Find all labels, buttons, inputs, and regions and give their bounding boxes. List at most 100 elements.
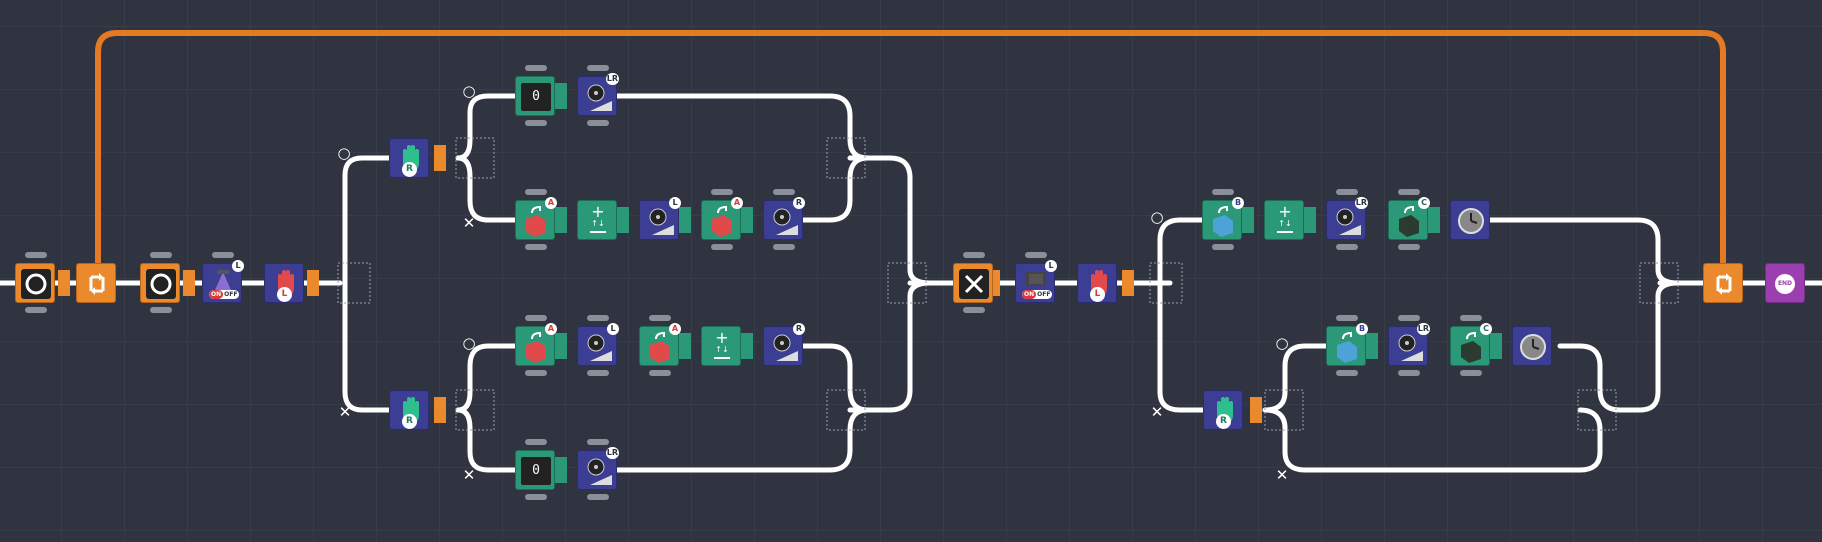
number-display-block[interactable]: 0 (515, 450, 555, 490)
number-display[interactable]: 0 (521, 457, 551, 485)
math-block[interactable]: +↑↓ (1264, 200, 1304, 240)
block-handle[interactable] (1336, 315, 1358, 321)
variable-block[interactable]: B (1326, 323, 1368, 366)
math-block[interactable]: +↑↓ (577, 200, 617, 240)
variable-badge: B (1232, 197, 1244, 209)
number-display-block[interactable]: 0 (515, 76, 555, 116)
port-badge: R (793, 197, 805, 209)
motor-block[interactable]: LR (1388, 323, 1430, 366)
port-badge: LR (605, 447, 619, 459)
block-handle[interactable] (525, 370, 547, 376)
number-display[interactable]: 0 (521, 83, 551, 111)
block-handle[interactable] (1336, 370, 1358, 376)
hand-check-block-lower[interactable]: R (389, 390, 429, 430)
block-handle[interactable] (1398, 244, 1420, 250)
timer-block[interactable] (1512, 326, 1552, 366)
block-handle[interactable] (587, 439, 609, 445)
block-handle[interactable] (525, 65, 547, 71)
hand-sensor-block[interactable]: L (264, 263, 304, 303)
block-handle[interactable] (1025, 252, 1047, 258)
block-handle[interactable] (963, 307, 985, 313)
hand-check-block[interactable]: R (1203, 390, 1243, 430)
motor-block[interactable]: LR (1326, 197, 1368, 240)
block-handle[interactable] (150, 252, 172, 258)
block-handle[interactable] (587, 120, 609, 126)
variable-block[interactable]: C (1388, 197, 1430, 240)
lamp-icon (215, 270, 231, 290)
block-handle[interactable] (587, 65, 609, 71)
loop-start-block[interactable] (76, 263, 116, 303)
motor-block[interactable]: R (763, 323, 805, 366)
motor-icon (587, 458, 612, 485)
no-branch-mark: ✕ (1275, 466, 1289, 484)
block-handle[interactable] (1460, 315, 1482, 321)
block-handle[interactable] (212, 252, 234, 258)
block-handle[interactable] (1336, 189, 1358, 195)
plus-minus-icon: +↑↓ (590, 202, 606, 233)
hand-sensor-block[interactable]: L (1077, 263, 1117, 303)
block-handle[interactable] (25, 307, 47, 313)
yes-branch-mark: ○ (337, 144, 351, 162)
math-block[interactable]: +↑↓ (701, 326, 741, 366)
block-handle[interactable] (587, 494, 609, 500)
end-label: END (1775, 274, 1795, 294)
port-badge: L (232, 260, 244, 272)
port-badge: LR (1354, 197, 1368, 209)
block-handle[interactable] (525, 315, 547, 321)
yes-branch-mark: ○ (462, 82, 476, 100)
block-handle[interactable] (649, 370, 671, 376)
cube-icon (1337, 331, 1357, 363)
block-handle[interactable] (773, 189, 795, 195)
motor-block[interactable]: R (763, 197, 805, 240)
block-handle[interactable] (1212, 244, 1234, 250)
motor-block[interactable]: L (577, 323, 619, 366)
timer-block[interactable] (1450, 200, 1490, 240)
hand-check-block-upper[interactable]: R (389, 138, 429, 178)
block-handle[interactable] (150, 307, 172, 313)
block-handle[interactable] (587, 370, 609, 376)
block-handle[interactable] (525, 120, 547, 126)
block-handle[interactable] (525, 494, 547, 500)
block-handle[interactable] (1460, 370, 1482, 376)
block-handle[interactable] (649, 315, 671, 321)
block-handle[interactable] (963, 252, 985, 258)
block-handle[interactable] (25, 252, 47, 258)
loop-wire (95, 30, 1726, 265)
motor-block[interactable]: L (639, 197, 681, 240)
block-handle[interactable] (525, 244, 547, 250)
loop-icon (89, 273, 105, 295)
block-handle[interactable] (1398, 189, 1420, 195)
block-handle[interactable] (711, 244, 733, 250)
block-handle[interactable] (1212, 189, 1234, 195)
block-handle[interactable] (773, 244, 795, 250)
variable-block[interactable]: A (701, 197, 743, 240)
wait-block[interactable] (140, 263, 180, 303)
motor-block[interactable]: LR (577, 447, 619, 490)
block-handle[interactable] (711, 189, 733, 195)
start-block[interactable] (15, 263, 55, 303)
block-handle[interactable] (525, 189, 547, 195)
block-handle[interactable] (1336, 244, 1358, 250)
end-block[interactable]: END (1765, 263, 1805, 303)
motor-block[interactable]: LR (577, 73, 619, 116)
variable-block[interactable]: B (1202, 197, 1244, 240)
variable-block[interactable]: A (639, 323, 681, 366)
no-branch-mark: ✕ (1150, 403, 1164, 421)
block-handle[interactable] (525, 439, 547, 445)
block-handle[interactable] (1398, 315, 1420, 321)
svg-text:+: + (715, 328, 728, 347)
stop-block[interactable] (953, 263, 993, 303)
variable-block[interactable]: C (1450, 323, 1492, 366)
port-badge: LR (1416, 323, 1430, 335)
loop-end-block[interactable] (1703, 263, 1743, 303)
variable-block[interactable]: A (515, 323, 557, 366)
svg-text:↑↓: ↑↓ (715, 345, 728, 354)
block-handle[interactable] (1398, 370, 1420, 376)
variable-block[interactable]: A (515, 197, 557, 240)
block-handle[interactable] (587, 315, 609, 321)
